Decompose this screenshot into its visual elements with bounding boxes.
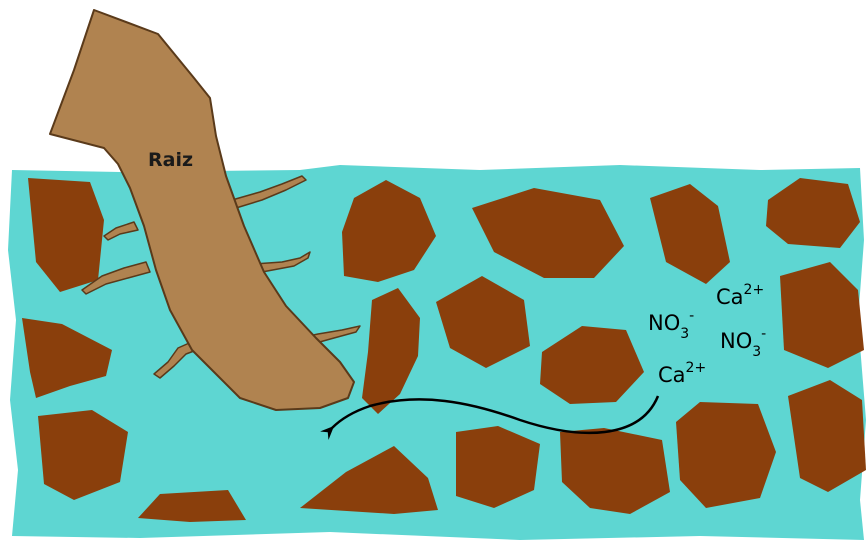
root-label: Raiz bbox=[148, 149, 193, 171]
ion-superscript: 2+ bbox=[686, 360, 707, 376]
ion-base: NO bbox=[648, 311, 680, 335]
ion-superscript: 2+ bbox=[744, 282, 765, 298]
ion-base: Ca bbox=[658, 363, 686, 387]
ion-subscript: 3 bbox=[680, 326, 689, 342]
ion-base: Ca bbox=[716, 285, 744, 309]
ion-subscript: 3 bbox=[752, 344, 761, 360]
ion-superscript: - bbox=[761, 326, 766, 342]
soil-particle bbox=[788, 380, 866, 492]
ion-superscript: - bbox=[689, 308, 694, 324]
ion-base: NO bbox=[720, 329, 752, 353]
